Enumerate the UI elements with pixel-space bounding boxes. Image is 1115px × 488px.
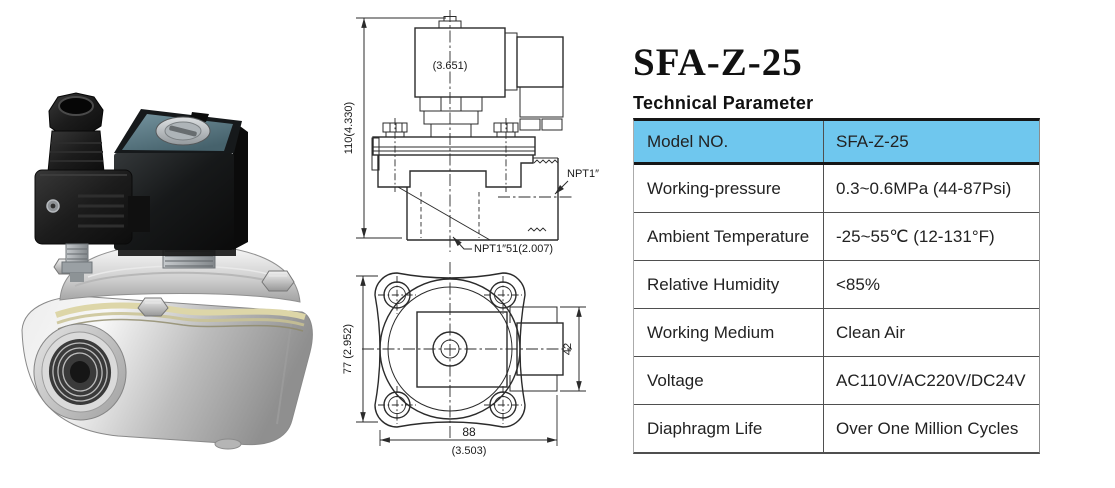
row-label: Working Medium xyxy=(634,309,824,356)
width88-dim-label: 88 xyxy=(462,425,476,439)
row-value: -25~55℃ (12-131°F) xyxy=(836,226,995,246)
upper-body-outline xyxy=(377,155,534,188)
connector-outline xyxy=(504,32,564,131)
front-view-drawing: (3.651) xyxy=(343,10,599,255)
hatch-marks xyxy=(527,159,559,232)
port-dimension: 42 xyxy=(560,306,586,392)
corner-bolts xyxy=(378,276,522,424)
header-label: Model NO. xyxy=(634,121,824,162)
height-dimension: 110(4.330) xyxy=(343,17,446,239)
row-label: Voltage xyxy=(634,357,824,404)
width77-dim-label: 77 (2.952) xyxy=(342,324,354,374)
product-photo xyxy=(21,92,313,450)
flange-body-outline xyxy=(374,272,526,428)
table-row: Working-pressure 0.3~0.6MPa (44-87Psi) xyxy=(634,165,1039,213)
solenoid-coil xyxy=(114,109,248,256)
row-value: Clean Air xyxy=(836,322,905,342)
row-value: <85% xyxy=(836,274,880,294)
table-row: Working Medium Clean Air xyxy=(634,309,1039,357)
row-label: Diaphragm Life xyxy=(634,405,824,452)
spec-table: Model NO. SFA-Z-25 Working-pressure 0.3~… xyxy=(633,118,1040,454)
table-row: Diaphragm Life Over One Million Cycles xyxy=(634,405,1039,452)
gasket-ring xyxy=(55,302,306,332)
row-label: Ambient Temperature xyxy=(634,213,824,260)
width88-dimension: 88 (3.503) xyxy=(379,395,558,457)
body-foot xyxy=(214,438,242,450)
connector-ribs xyxy=(78,194,124,228)
flange-outline xyxy=(371,136,536,171)
table-row: Voltage AC110V/AC220V/DC24V xyxy=(634,357,1039,405)
cover-circle-outer xyxy=(379,278,521,420)
side-port-label: NPT1″ xyxy=(567,168,599,180)
width77-dimension: 77 (2.952) xyxy=(342,275,378,423)
coil-nameplate-disc xyxy=(155,116,211,146)
section-heading: Technical Parameter xyxy=(633,93,814,113)
row-value: 0.3~0.6MPa (44-87Psi) xyxy=(836,178,1012,198)
row-label: Relative Humidity xyxy=(634,261,824,308)
table-header-row: Model NO. SFA-Z-25 xyxy=(634,121,1039,165)
table-row: Relative Humidity <85% xyxy=(634,261,1039,309)
coil-dim-label: (3.651) xyxy=(433,60,468,72)
page-title: SFA-Z-25 xyxy=(633,41,803,84)
din-connector xyxy=(34,92,150,282)
bottom-port-label: NPT1″51(2.007) xyxy=(474,243,553,255)
flange-bolts xyxy=(382,118,519,192)
row-value: AC110V/AC220V/DC24V xyxy=(836,370,1026,390)
threaded-port xyxy=(33,323,127,421)
top-view-drawing: 42 77 (2.952) 88 (3.503) xyxy=(342,262,586,457)
side-port-outline xyxy=(509,306,564,392)
height-dim-label: 110(4.330) xyxy=(343,102,355,154)
section-diagonal xyxy=(397,186,491,241)
width88-dim-inches-label: (3.503) xyxy=(452,445,487,457)
cover-circle-inner xyxy=(387,286,513,412)
coil-base-square xyxy=(416,311,508,388)
table-row: Ambient Temperature -25~55℃ (12-131°F) xyxy=(634,213,1039,261)
row-value: Over One Million Cycles xyxy=(836,418,1019,438)
header-value: SFA-Z-25 xyxy=(836,131,909,151)
port-dim-label: 42 xyxy=(562,343,574,355)
row-label: Working-pressure xyxy=(634,165,824,212)
